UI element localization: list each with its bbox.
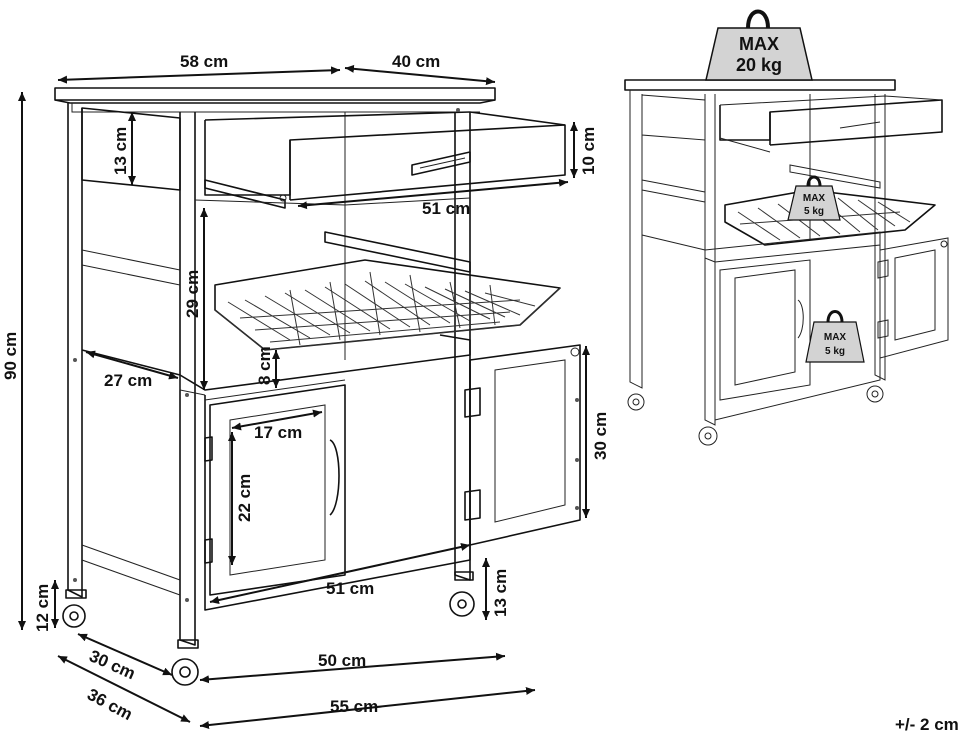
weight-top-line2: 20 kg bbox=[736, 55, 782, 75]
dim-drawer-panel-height: 13 cm bbox=[111, 127, 130, 175]
dimension-labels: 58 cm 40 cm 90 cm 13 cm 10 cm 51 cm 29 c… bbox=[1, 52, 610, 724]
dim-basket-gap: 8 cm bbox=[255, 346, 274, 385]
tolerance-note: +/- 2 cm bbox=[895, 715, 959, 734]
dim-cabinet-height: 30 cm bbox=[591, 412, 610, 460]
weight-top: MAX 20 kg bbox=[705, 9, 813, 81]
dim-base-width-outer: 55 cm bbox=[330, 697, 378, 716]
dimension-arrows bbox=[18, 64, 590, 730]
weight-top-line1: MAX bbox=[739, 34, 779, 54]
dim-wheel-height-right: 13 cm bbox=[491, 569, 510, 617]
weight-shelf: MAX 5 kg bbox=[805, 310, 865, 363]
cart-drawing-load bbox=[624, 79, 949, 446]
dim-basket-clearance: 29 cm bbox=[183, 270, 202, 318]
dim-base-depth-inner: 30 cm bbox=[86, 646, 138, 683]
dim-total-height: 90 cm bbox=[1, 332, 20, 380]
dim-base-width-inner: 50 cm bbox=[318, 651, 366, 670]
weight-shelf-line1: MAX bbox=[824, 332, 847, 343]
dim-top-depth: 40 cm bbox=[392, 52, 440, 71]
dim-door-height: 22 cm bbox=[235, 474, 254, 522]
dim-top-width: 58 cm bbox=[180, 52, 228, 71]
weight-shelf-line2: 5 kg bbox=[825, 346, 845, 357]
dim-shelf-depth: 27 cm bbox=[104, 371, 152, 390]
dim-door-width: 17 cm bbox=[254, 423, 302, 442]
weight-basket-line2: 5 kg bbox=[804, 206, 824, 217]
weight-basket: MAX 5 kg bbox=[787, 175, 841, 221]
dim-cabinet-width: 51 cm bbox=[326, 579, 374, 598]
dim-drawer-width: 51 cm bbox=[422, 199, 470, 218]
weight-basket-line1: MAX bbox=[803, 193, 826, 204]
dim-drawer-height: 10 cm bbox=[579, 127, 598, 175]
dim-wheel-height-left: 12 cm bbox=[33, 584, 52, 632]
